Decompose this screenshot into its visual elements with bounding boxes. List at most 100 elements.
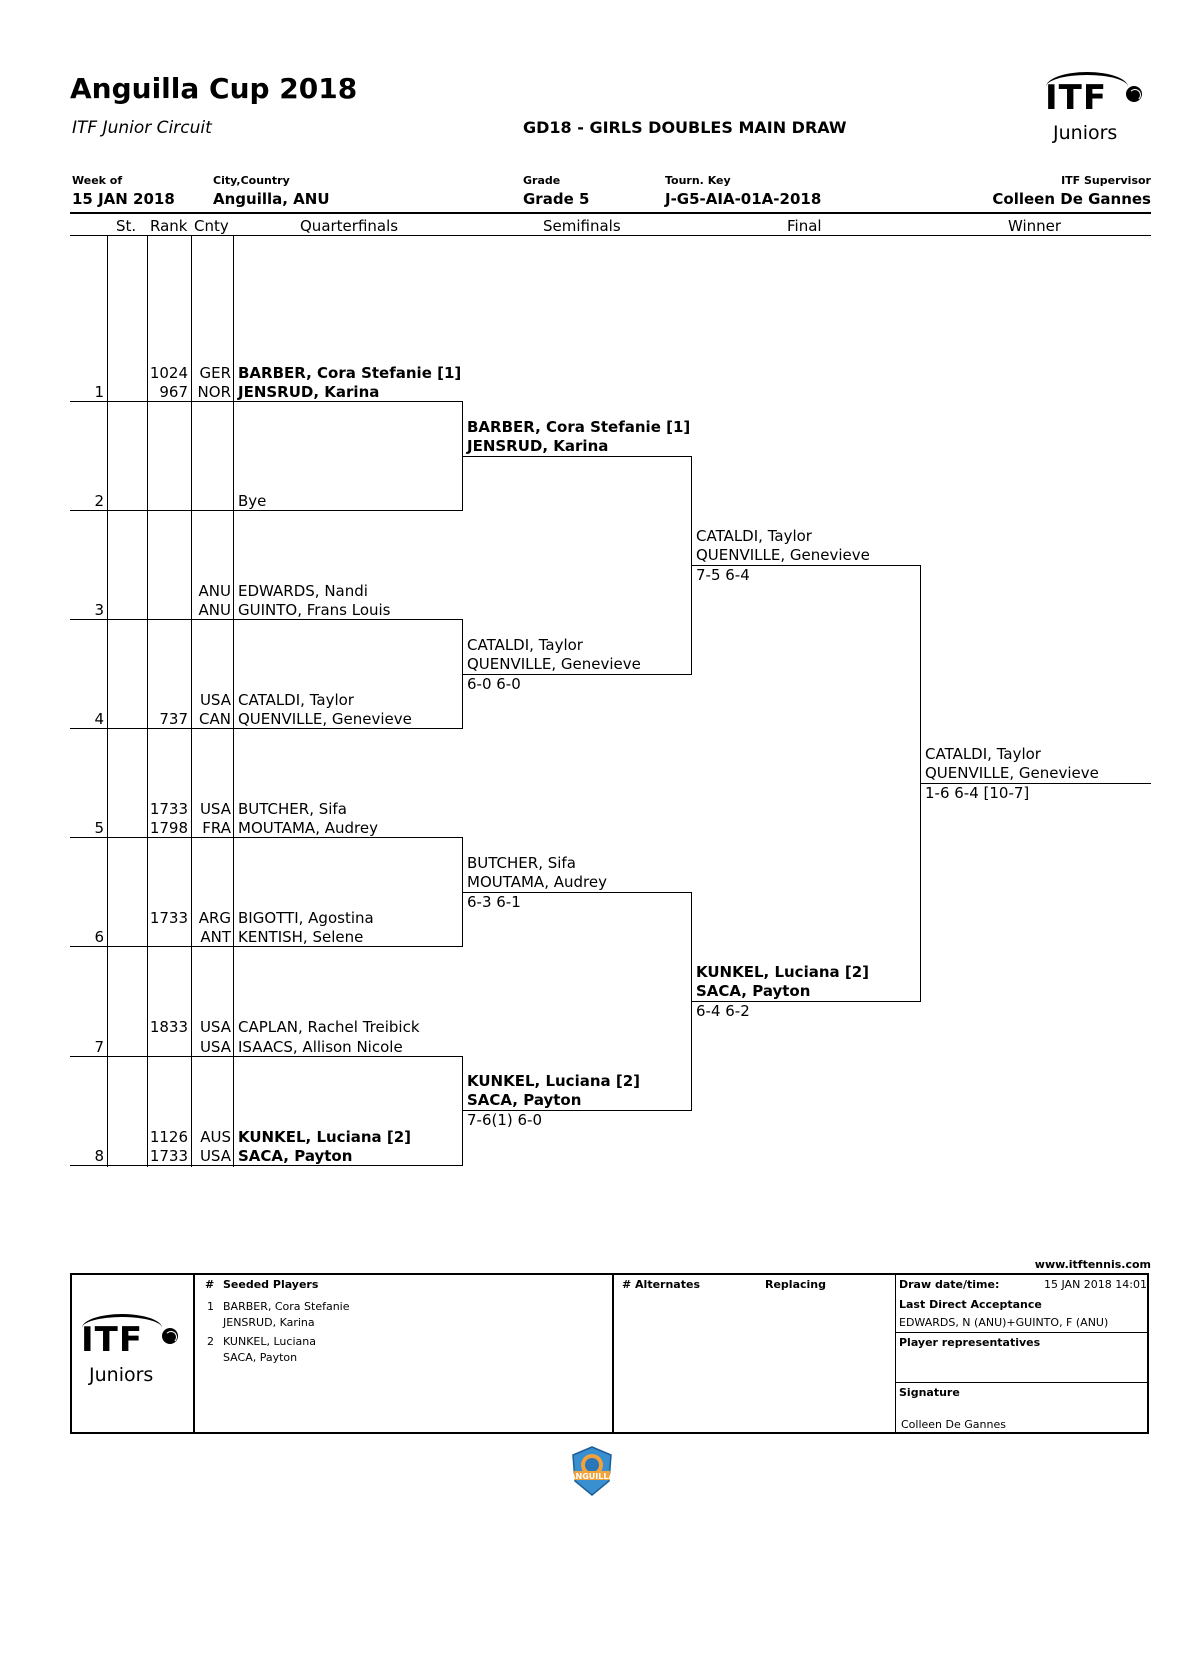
divider-name [233,235,234,1167]
entry-line-2 [70,510,463,511]
entry-line-8 [70,1165,463,1166]
entry-number: 6 [94,928,104,946]
entry-line-5 [70,837,463,838]
tennis-ball-icon [1126,86,1142,102]
qf-winner-player-2: QUENVILLE, Genevieve [467,655,641,673]
col-cnty: Cnty [194,217,229,235]
entry-country: USA [199,1038,231,1056]
week-label: Week of [72,174,123,187]
entry-line-4 [70,728,463,729]
champion-player-2: QUENVILLE, Genevieve [925,764,1099,782]
sf-result-line-2 [691,1001,921,1002]
signature-label: Signature [899,1386,960,1399]
qf-winner-player-2: JENSRUD, Karina [467,437,609,455]
entry-rank: 1733 [149,1147,188,1165]
entry-country: NOR [197,383,231,401]
entry-player-2: QUENVILLE, Genevieve [238,710,412,728]
grade-value: Grade 5 [523,190,590,208]
entry-country: AUS [200,1128,231,1146]
entry-country: FRA [202,819,231,837]
footer-divider-2 [612,1273,614,1434]
footer-divider-1 [193,1273,195,1434]
seed-player: JENSRUD, Karina [223,1316,315,1329]
entry-player-2: ISAACS, Allison Nicole [238,1038,403,1056]
qf-result-line-1 [462,456,692,457]
footer-itf-juniors-logo: ITF Juniors [78,1312,188,1392]
entry-player-2: SACA, Payton [238,1147,353,1165]
supervisor-label: ITF Supervisor [1061,174,1151,187]
entry-player-2: MOUTAMA, Audrey [238,819,378,837]
draw-date-value: 15 JAN 2018 14:01 [1044,1278,1147,1291]
anguilla-cup-badge-icon: ANGUILLA [569,1445,615,1497]
entry-rank: 1024 [149,364,188,382]
qf-winner-player-2: SACA, Payton [467,1091,582,1109]
qf-connector-4 [462,1056,463,1166]
entry-number: 7 [94,1038,104,1056]
tourn-key-value: J-G5-AIA-01A-2018 [665,190,822,208]
seed-number: 2 [207,1335,214,1348]
entry-line-6 [70,946,463,947]
city-label: City,Country [213,174,290,187]
badge-text: ANGUILLA [569,1472,615,1481]
itf-juniors-logo: ITF Juniors [1040,68,1155,148]
replacing-title: Replacing [765,1278,826,1291]
entry-player-2: JENSRUD, Karina [238,383,380,401]
tennis-ball-icon [162,1328,178,1344]
city-value: Anguilla, ANU [213,190,330,208]
sf-winner-player-2: SACA, Payton [696,982,811,1000]
lda-label: Last Direct Acceptance [899,1298,1042,1311]
tournament-title: Anguilla Cup 2018 [70,72,358,105]
header-divider [70,212,1151,214]
entry-rank: 1798 [149,819,188,837]
tourn-key-label: Tourn. Key [665,174,731,187]
alternates-title: # Alternates [622,1278,700,1291]
signature-value: Colleen De Gannes [901,1418,1006,1431]
week-value: 15 JAN 2018 [72,190,175,208]
sf-winner-player-2: QUENVILLE, Genevieve [696,546,870,564]
qf-score: 6-3 6-1 [467,893,521,911]
seeded-hash: # [205,1278,215,1291]
entry-country: ANT [200,928,231,946]
logo-juniors-text: Juniors [1053,122,1118,144]
qf-result-line-3 [462,892,692,893]
logo-arc-icon [82,1314,162,1342]
qf-winner-player-1: BUTCHER, Sifa [467,854,576,872]
seeded-title: Seeded Players [223,1278,319,1291]
draw-name: GD18 - GIRLS DOUBLES MAIN DRAW [523,118,847,137]
qf-winner-player-1: BARBER, Cora Stefanie [1] [467,418,691,436]
player-rep-label: Player representatives [899,1336,1041,1349]
entry-country: USA [199,691,231,709]
col-quarterfinals: Quarterfinals [300,217,399,235]
entry-player-1: BUTCHER, Sifa [238,800,347,818]
sf-result-line-1 [691,565,921,566]
lda-value: EDWARDS, N (ANU)+GUINTO, F (ANU) [899,1316,1109,1329]
seed-player: KUNKEL, Luciana [223,1335,316,1348]
sf-score: 6-4 6-2 [696,1002,750,1020]
entry-rank: 737 [159,710,188,728]
grade-label: Grade [523,174,561,187]
entry-country: ANU [198,601,231,619]
entry-rank: 967 [159,383,188,401]
entry-player-2: KENTISH, Selene [238,928,364,946]
entry-country: USA [199,1147,231,1165]
entry-country: USA [199,1018,231,1036]
entry-country: USA [199,800,231,818]
entry-number: 5 [94,819,104,837]
col-st: St. [116,217,137,235]
divider-st [107,235,108,1167]
entry-player-1: CAPLAN, Rachel Treibick [238,1018,420,1036]
sf-winner-player-1: KUNKEL, Luciana [2] [696,963,870,981]
logo-juniors-text: Juniors [89,1364,154,1386]
entry-line-3 [70,619,463,620]
qf-score: 7-6(1) 6-0 [467,1111,543,1129]
entry-player-1: CATALDI, Taylor [238,691,354,709]
entry-player-1: EDWARDS, Nandi [238,582,368,600]
entry-bye: Bye [238,492,267,510]
draw-date-label: Draw date/time: [899,1278,1000,1291]
seed-player: BARBER, Cora Stefanie [223,1300,350,1313]
entry-number: 4 [94,710,104,728]
seed-number: 1 [207,1300,214,1313]
col-semifinals: Semifinals [543,217,621,235]
entry-number: 3 [94,601,104,619]
qf-result-line-4 [462,1110,692,1111]
